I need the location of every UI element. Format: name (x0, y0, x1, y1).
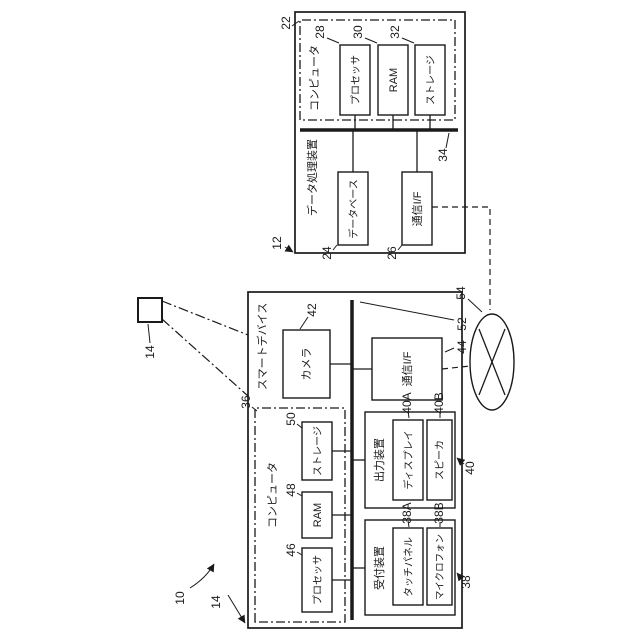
ref-48: 48 (284, 483, 298, 497)
ref-26: 26 (385, 246, 399, 260)
ref-24-leader (332, 244, 338, 251)
microphone-label: マイクロフォン (435, 534, 446, 600)
touch-panel-box (392, 527, 424, 606)
microphone-box (426, 527, 453, 606)
network-group: 54 (432, 206, 515, 411)
ref-32: 32 (388, 25, 402, 39)
ref-24: 24 (320, 246, 334, 260)
display-box (392, 419, 424, 501)
ref-54: 54 (454, 286, 468, 300)
ref-38-arrow (456, 572, 465, 582)
ref-38a-leader (407, 520, 410, 528)
ref-10-arrow (189, 563, 215, 589)
field-of-view-line-2 (161, 300, 249, 336)
input-device-label: 受付装置 (373, 546, 386, 590)
ref-30: 30 (351, 25, 365, 39)
smart-comm-if-label: 通信I/F (401, 351, 414, 386)
ref-52: 52 (455, 317, 469, 331)
smart-storage-label: ストレージ (313, 426, 324, 476)
ref-54-leader (467, 298, 483, 313)
data-processing-device-label: データ処理装置 (305, 139, 319, 216)
ref-12-arrow (284, 244, 294, 253)
ref-44: 44 (455, 340, 469, 354)
ref-14-subject-leader (147, 323, 151, 344)
smart-device-group: スマートデバイス 52 カメラ 42 通信I/F 44 コンピュータ 36 プロ… (239, 291, 477, 629)
ref-46: 46 (284, 543, 298, 557)
dpd-computer-dashdot-box (299, 19, 456, 121)
ref-30-leader (364, 37, 378, 44)
ref-12: 12 (270, 236, 284, 250)
system-refs-group: 10 14 (173, 563, 246, 624)
speaker-label: スピーカ (434, 440, 446, 480)
ref-50-leader (296, 423, 303, 429)
ref-40a: 40A (400, 392, 414, 413)
touch-panel-label: タッチパネル (403, 537, 415, 597)
network-cross-line-2 (478, 328, 506, 396)
display-label: ディスプレイ (402, 430, 415, 489)
ref-36-leader (251, 406, 258, 412)
ref-40: 40 (463, 461, 477, 475)
smart-network-dashed-link (441, 365, 471, 370)
ref-22-leader (291, 20, 300, 27)
ref-42-leader (299, 316, 309, 330)
ref-10: 10 (173, 591, 187, 605)
smart-processor-label: プロセッサ (312, 555, 324, 605)
ref-28-leader (326, 37, 340, 44)
ref-46-leader (296, 551, 303, 556)
ref-40a-leader (407, 410, 410, 419)
ref-34: 34 (436, 148, 450, 162)
smart-ram-label: RAM (312, 503, 324, 527)
dpd-ram-label: RAM (388, 68, 400, 92)
ref-22: 22 (279, 16, 293, 30)
ref-14-arrow (227, 594, 246, 624)
ref-42: 42 (305, 303, 319, 317)
ref-38a: 38A (400, 502, 414, 523)
ref-44-leader (444, 347, 455, 353)
database-label: データベース (347, 179, 360, 239)
ref-38b: 38B (432, 502, 446, 523)
dpd-computer-label: コンピュータ (308, 45, 321, 111)
data-processing-device-group: データ処理装置 12 34 コンピュータ 22 プロセッサ 28 RAM 30 … (270, 11, 466, 260)
ref-34-leader (445, 132, 450, 149)
ref-38: 38 (459, 575, 473, 589)
ref-14-subject: 14 (143, 345, 157, 359)
ref-50: 50 (284, 412, 298, 426)
ref-48-leader (296, 492, 303, 497)
ref-14: 14 (209, 595, 223, 609)
field-of-view-line-1 (161, 318, 249, 397)
camera-subject-box (137, 297, 163, 323)
output-device-label: 出力装置 (372, 438, 386, 482)
ref-40b: 40B (432, 392, 446, 413)
ref-40-arrow (456, 457, 466, 466)
smart-device-label: スマートデバイス (255, 303, 269, 390)
dpd-comm-if-label: 通信I/F (411, 191, 424, 226)
camera-subject-group: 14 (137, 297, 249, 397)
camera-label: カメラ (300, 348, 313, 381)
ref-32-leader (401, 37, 415, 44)
dpd-storage-label: ストレージ (426, 55, 437, 105)
ref-36: 36 (239, 395, 253, 409)
smart-computer-label: コンピュータ (266, 462, 279, 528)
speaker-box (426, 419, 453, 501)
ref-52-leader (359, 301, 455, 321)
dpd-processor-label: プロセッサ (350, 55, 362, 105)
ref-26-leader (397, 244, 403, 251)
ref-28: 28 (313, 25, 327, 39)
